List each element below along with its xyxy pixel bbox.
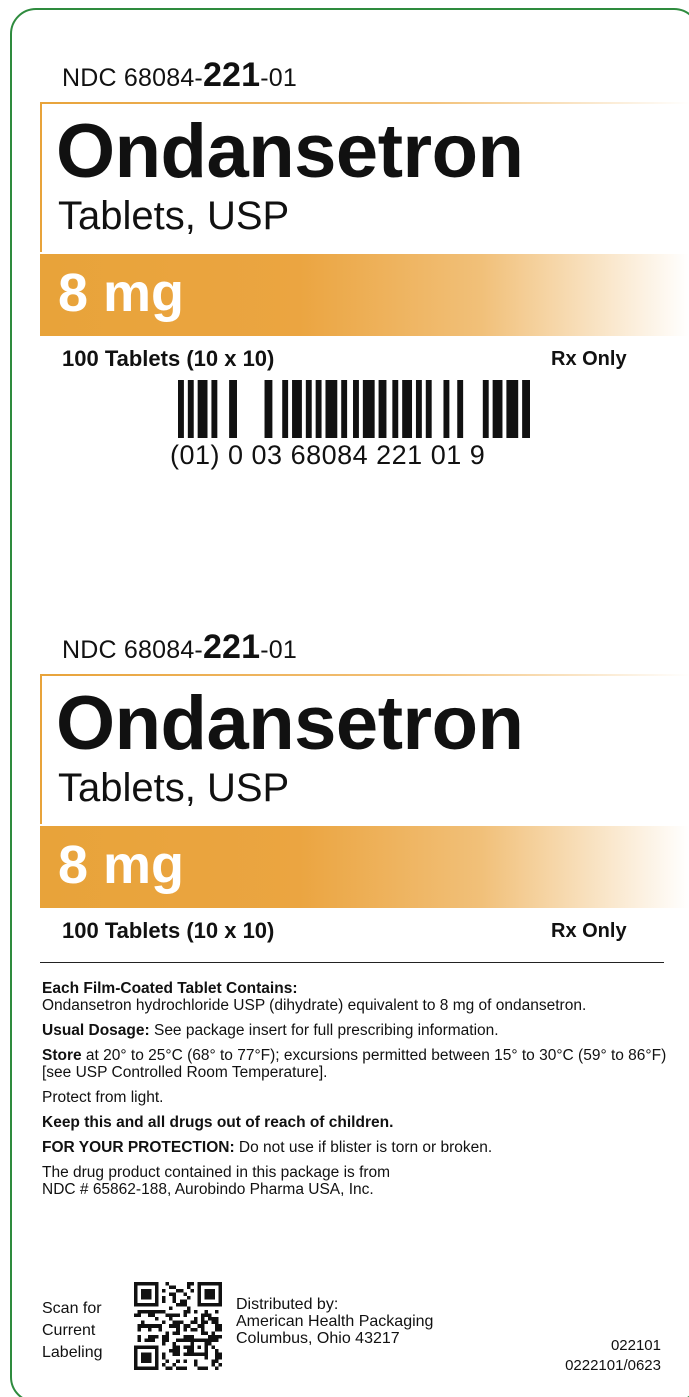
drug-name: Ondansetron (56, 681, 524, 766)
dosage-form: Tablets, USP (58, 766, 290, 810)
contains-block: Each Film-Coated Tablet Contains: Ondans… (42, 980, 672, 1014)
label-codes: 022101 0222101/0623 (565, 1336, 661, 1376)
distributor-name: American Health Packaging (236, 1313, 434, 1330)
source-block: The drug product contained in this packa… (42, 1164, 391, 1198)
divider (40, 962, 664, 963)
protect-text: Protect from light. (42, 1089, 164, 1106)
name-frame (40, 102, 689, 252)
contains-heading: Each Film-Coated Tablet Contains: (42, 980, 298, 997)
label-version: 0222101/0623 (565, 1357, 661, 1374)
package-count: 100 Tablets (10 x 10) (62, 346, 275, 371)
strength-bar (40, 254, 689, 336)
label-code: 022101 (610, 1337, 661, 1354)
name-frame (40, 674, 689, 824)
keep-away-warning: Keep this and all drugs out of reach of … (42, 1114, 394, 1131)
label-border (10, 8, 689, 1397)
barcode-icon (178, 380, 530, 438)
ndc-number: NDC 68084-221-01 (62, 628, 298, 666)
strength: 8 mg (58, 263, 185, 323)
protection-block: FOR YOUR PROTECTION: Do not use if blist… (42, 1139, 493, 1156)
contains-text: Ondansetron hydrochloride USP (dihydrate… (42, 997, 587, 1014)
barcode-number: (01) 0 03 68084 221 01 9 (170, 440, 486, 470)
strength: 8 mg (58, 835, 185, 895)
distributor: Distributed by: American Health Packagin… (236, 1296, 433, 1347)
drug-information: Each Film-Coated Tablet Contains: Ondans… (42, 980, 672, 1206)
package-count: 100 Tablets (10 x 10) (62, 918, 275, 943)
qr-code-icon[interactable] (134, 1282, 222, 1370)
dosage-form: Tablets, USP (58, 194, 290, 238)
scan-label: Scan for Current Labeling (42, 1300, 103, 1361)
distributor-city: Columbus, Ohio 43217 (236, 1330, 400, 1347)
drug-name: Ondansetron (56, 109, 524, 194)
storage-block: Store at 20° to 25°C (68° to 77°F); excu… (42, 1047, 667, 1081)
strength-bar (40, 826, 689, 908)
rx-only: Rx Only (551, 920, 627, 942)
ndc-number: NDC 68084-221-01 (62, 56, 298, 94)
dosage-block: Usual Dosage: See package insert for ful… (42, 1022, 499, 1039)
rx-only: Rx Only (551, 348, 627, 370)
distributed-by: Distributed by: (236, 1296, 339, 1313)
